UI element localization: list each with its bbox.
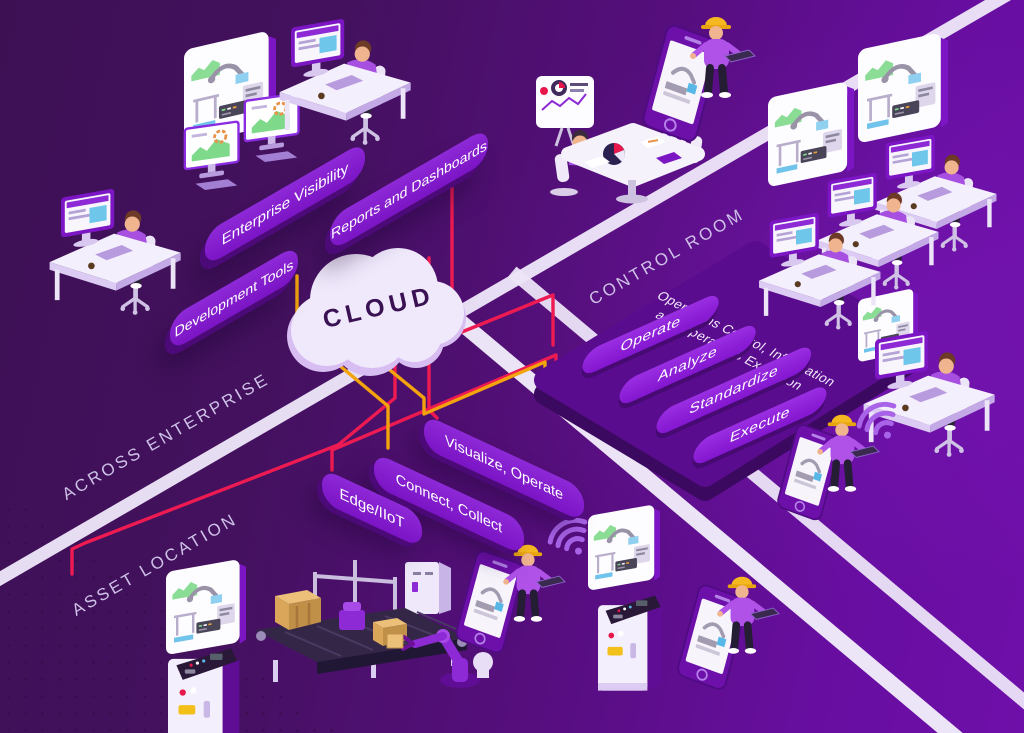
wire-amber-devtools-to-connect (295, 274, 390, 450)
smartphone (451, 546, 528, 658)
wire-red-edge-branch (70, 443, 340, 576)
kiosk-screen (166, 558, 246, 657)
control-panel-plate: Operations Control, Information and Oper… (534, 241, 926, 501)
conveyor-robot-group (255, 560, 493, 688)
workstation (864, 330, 995, 456)
kiosk-body (168, 648, 240, 733)
desktop-monitor (182, 118, 242, 195)
kiosk-body (598, 595, 663, 691)
wire-red-cloud-to-edge (330, 342, 397, 472)
wire-red-reports-to-controlroom (450, 186, 555, 347)
wall-screen (858, 31, 948, 146)
kiosk-screen (586, 501, 662, 595)
wall-screen (768, 80, 854, 189)
workstation (50, 188, 181, 314)
cloud-shape (287, 248, 466, 376)
